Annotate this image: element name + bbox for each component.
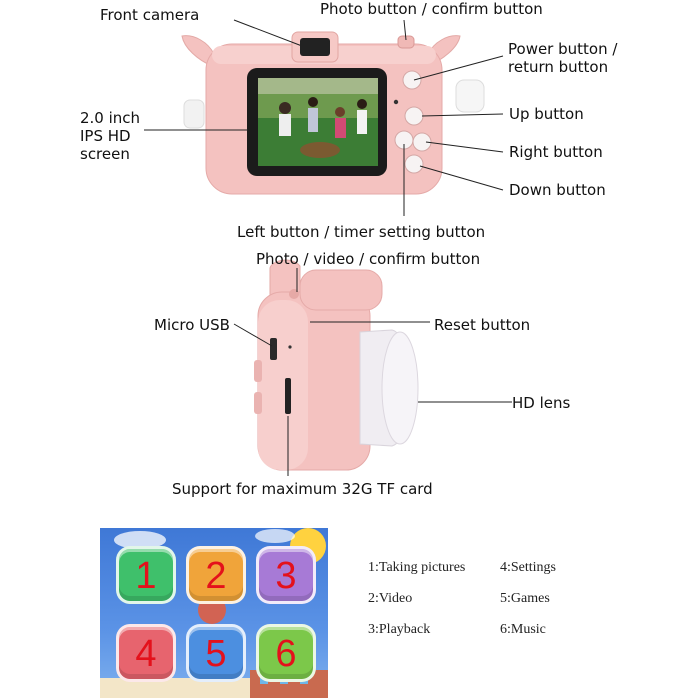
label-micro-usb: Micro USB [154,316,230,334]
app-number-2: 2 [205,555,227,597]
legend-playback: 3:Playback [368,622,431,637]
app-number-5: 5 [205,633,227,675]
label-screen: 2.0 inch IPS HD screen [80,109,140,163]
camera-menu-screen: 1 2 3 4 5 6 [100,528,328,698]
app-number-3: 3 [275,555,297,597]
app-number-1: 1 [135,555,157,597]
label-power-line-1: Power button / [508,40,618,58]
menu-app-video[interactable]: 2 [186,546,246,604]
micro-usb-port [270,338,277,360]
label-screen-line-3: screen [80,145,130,163]
menu-app-music[interactable]: 6 [256,624,316,682]
label-photo-video-confirm-button: Photo / video / confirm button [256,250,481,268]
label-screen-line-1: 2.0 inch [80,109,141,127]
legend-video: 2:Video [368,591,413,606]
up-button-shape [404,106,424,126]
legend-taking-pictures: 1:Taking pictures [368,560,466,575]
legend-music: 6:Music [500,622,546,637]
down-button-shape [404,154,424,174]
label-up-button: Up button [509,105,584,123]
label-power-line-2: return button [508,58,609,76]
right-button-shape [412,132,432,152]
legend-settings: 4:Settings [500,560,557,575]
menu-app-playback[interactable]: 3 [256,546,316,604]
app-number-4: 4 [135,633,157,675]
label-photo-confirm-button: Photo button / confirm button [320,0,543,18]
front-camera-lens [300,38,330,56]
label-right-button: Right button [509,143,603,161]
legend-games: 5:Games [500,591,550,606]
label-hd-lens: HD lens [512,394,571,412]
label-reset-button: Reset button [434,316,531,334]
label-tf-card: Support for maximum 32G TF card [172,480,433,498]
label-screen-line-2: IPS HD [80,127,131,145]
power-return-button-shape [402,70,422,90]
app-number-6: 6 [275,633,297,675]
menu-background-art [100,528,328,698]
label-left-timer-button: Left button / timer setting button [237,223,486,241]
menu-app-games[interactable]: 5 [186,624,246,682]
menu-app-taking-pictures[interactable]: 1 [116,546,176,604]
tf-card-slot [285,378,291,414]
label-down-button: Down button [509,181,606,199]
menu-app-settings[interactable]: 4 [116,624,176,682]
label-front-camera: Front camera [100,6,200,24]
label-power-return-button: Power button / return button [508,40,617,76]
